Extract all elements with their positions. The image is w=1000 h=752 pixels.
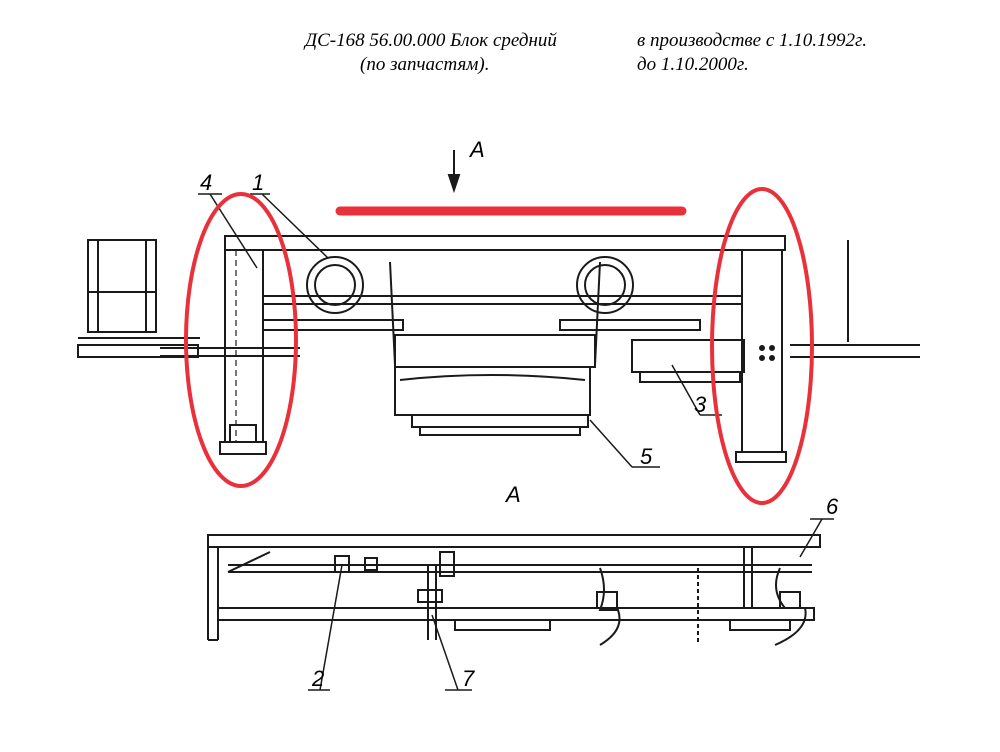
- section-label: A: [504, 482, 521, 507]
- callout-5: 5: [640, 444, 653, 469]
- callout-6: 6: [826, 494, 839, 519]
- highlight-ellipse-right: [710, 187, 814, 505]
- callout-lines-section: [308, 518, 834, 691]
- production-end: до 1.10.2000г.: [637, 54, 749, 75]
- callout-2: 2: [311, 666, 324, 691]
- highlight-ellipse-left: [184, 192, 298, 488]
- right-post: [735, 249, 787, 463]
- production-start: в производстве с 1.10.1992г.: [637, 30, 867, 51]
- callout-4: 4: [200, 170, 212, 195]
- left-post: [219, 249, 267, 455]
- red-highlights: [184, 187, 814, 505]
- part-title: ДС-168 56.00.000 Блок средний: [305, 30, 557, 51]
- side-members: [160, 319, 745, 383]
- callout-3: 3: [694, 392, 707, 417]
- section-view: [207, 534, 821, 646]
- main-view: [77, 235, 920, 463]
- part-subtitle: (по запчастям).: [360, 54, 490, 75]
- hopper-block: [389, 261, 601, 436]
- callout-7: 7: [462, 666, 475, 691]
- view-arrow-label: A: [468, 137, 485, 162]
- air-tanks: [263, 256, 742, 314]
- view-arrow: [447, 150, 461, 194]
- top-frame-beam: [224, 235, 786, 251]
- drawing-header: ДС-168 56.00.000 Блок средний (по запчас…: [0, 30, 1000, 100]
- left-railing: [77, 239, 200, 358]
- callout-1: 1: [252, 170, 264, 195]
